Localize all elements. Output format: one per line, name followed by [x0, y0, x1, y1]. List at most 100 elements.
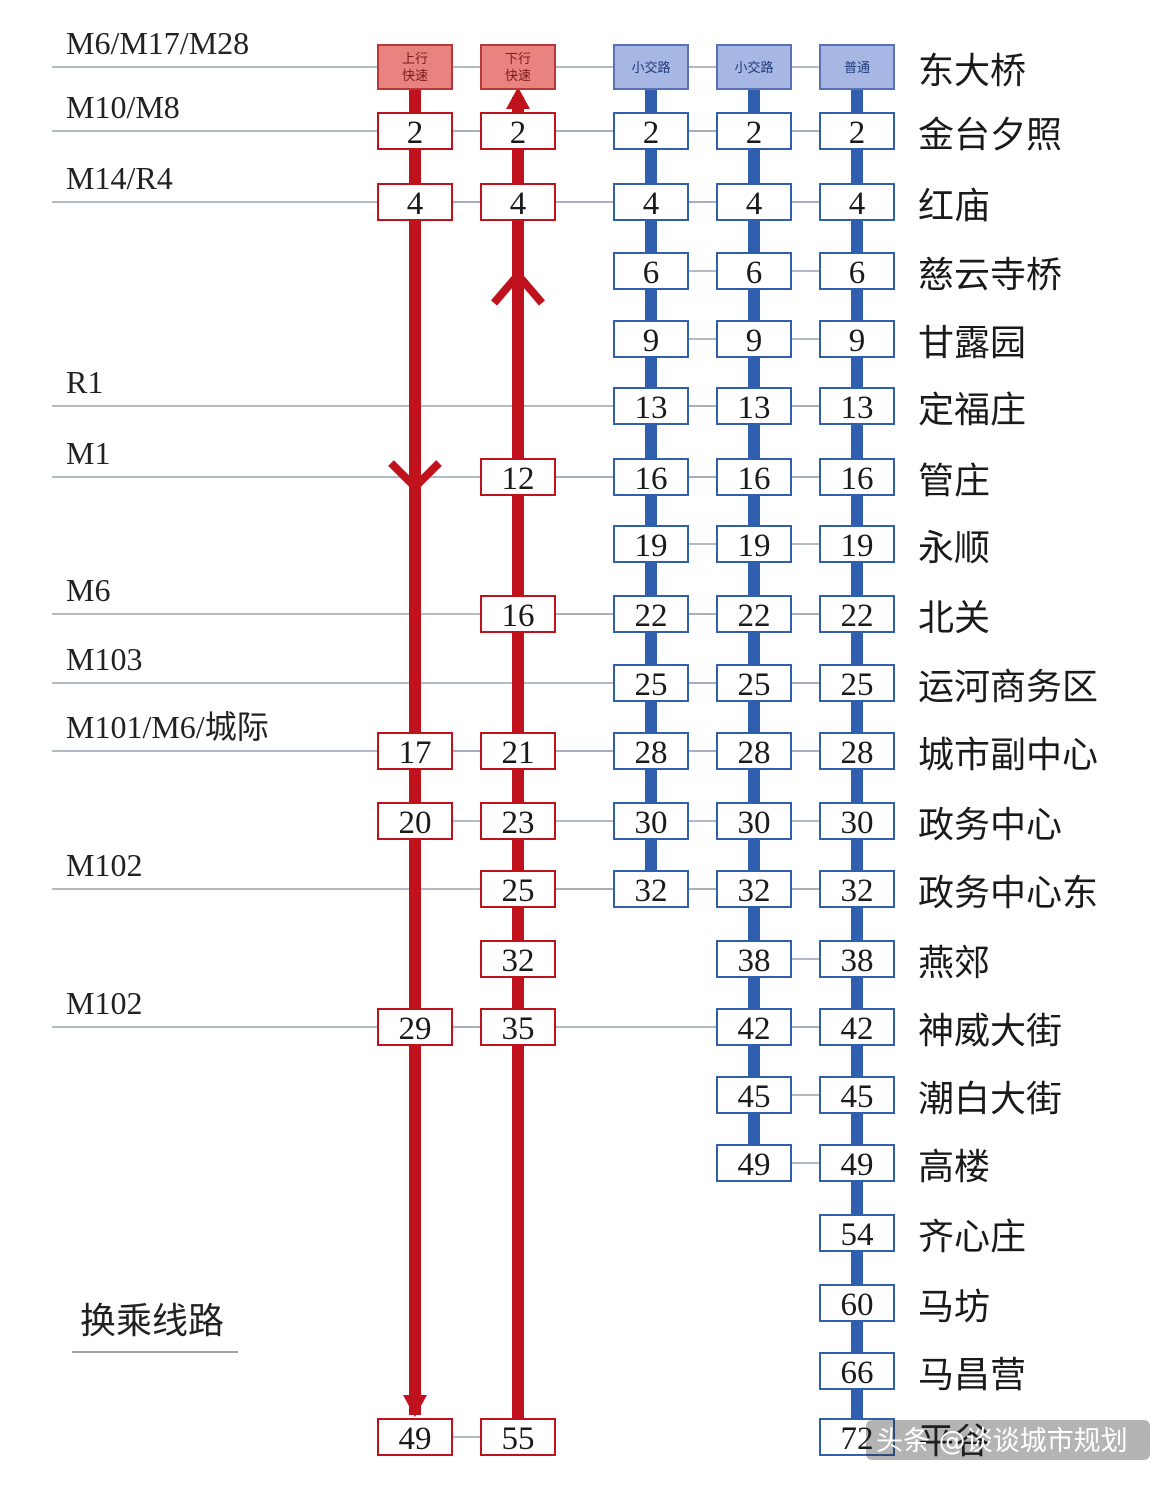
time-box — [819, 387, 895, 425]
station-name: 神威大街 — [918, 1011, 1062, 1051]
time-value: 30 — [738, 805, 771, 841]
time-value: 25 — [738, 667, 771, 703]
local-track-segment — [851, 632, 863, 665]
local-track-segment — [851, 85, 863, 113]
time-box — [716, 458, 792, 496]
time-value: 19 — [738, 528, 771, 564]
local-track-segment — [851, 289, 863, 321]
time-value: 45 — [841, 1079, 874, 1115]
local-track-segment — [645, 769, 657, 803]
station-name: 齐心庄 — [918, 1217, 1026, 1257]
time-value: 19 — [841, 528, 874, 564]
time-value: 17 — [399, 735, 432, 771]
time-box — [613, 320, 689, 358]
local-track-segment — [748, 495, 760, 526]
local-track-segment — [851, 495, 863, 526]
local-track-segment — [851, 907, 863, 941]
station-name: 管庄 — [918, 461, 990, 501]
local-track-segment — [645, 289, 657, 321]
local-track-segment — [645, 85, 657, 113]
time-value: 55 — [502, 1421, 535, 1457]
interchange-line-label: M101/M6/城际 — [66, 709, 269, 745]
up-arrow-icon — [506, 87, 530, 109]
time-value: 21 — [502, 735, 535, 771]
time-value: 38 — [841, 943, 874, 979]
interchange-line-label: M1 — [66, 435, 110, 471]
local-track-segment — [851, 839, 863, 871]
station-name: 潮白大街 — [918, 1079, 1062, 1119]
time-value: 30 — [841, 805, 874, 841]
time-box — [819, 595, 895, 633]
time-box — [716, 595, 792, 633]
time-box — [613, 732, 689, 770]
time-box — [613, 664, 689, 702]
station-name: 运河商务区 — [918, 667, 1098, 707]
time-box — [480, 802, 556, 840]
local-track-segment — [645, 495, 657, 526]
time-box — [716, 802, 792, 840]
time-box — [716, 1076, 792, 1114]
station-name: 金台夕照 — [918, 115, 1062, 155]
service-header-label-line2: 快速 — [402, 69, 428, 84]
time-value: 4 — [849, 186, 866, 222]
local-track-segment — [645, 220, 657, 253]
local-track-segment — [851, 1045, 863, 1077]
time-box — [480, 595, 556, 633]
time-value: 54 — [841, 1217, 874, 1253]
station-name: 平谷 — [918, 1421, 990, 1461]
time-box — [613, 595, 689, 633]
time-box — [613, 870, 689, 908]
time-box — [819, 1352, 895, 1390]
station-name: 政务中心东 — [918, 873, 1098, 913]
service-header — [819, 44, 895, 90]
time-box — [819, 1008, 895, 1046]
local-track-segment — [748, 562, 760, 596]
local-track-segment — [645, 839, 657, 871]
time-value: 32 — [841, 873, 874, 909]
time-box — [716, 940, 792, 978]
local-track-segment — [851, 1321, 863, 1353]
time-value: 22 — [738, 598, 771, 634]
time-box — [819, 458, 895, 496]
time-value: 25 — [502, 873, 535, 909]
down-arrow-icon — [403, 1395, 427, 1417]
time-box — [819, 1284, 895, 1322]
local-track-segment — [851, 424, 863, 459]
watermark-bg — [866, 1420, 1150, 1460]
local-track-segment — [851, 562, 863, 596]
time-value: 38 — [738, 943, 771, 979]
time-value: 13 — [635, 390, 668, 426]
time-value: 72 — [841, 1421, 874, 1457]
service-header-label: 普通 — [844, 61, 870, 76]
time-box — [819, 525, 895, 563]
time-box — [819, 732, 895, 770]
time-value: 20 — [399, 805, 432, 841]
time-value: 60 — [841, 1287, 874, 1323]
local-track-segment — [748, 907, 760, 941]
local-track-segment — [748, 769, 760, 803]
time-value: 22 — [635, 598, 668, 634]
time-value: 66 — [841, 1355, 874, 1391]
time-value: 12 — [502, 461, 535, 497]
time-value: 16 — [635, 461, 668, 497]
time-box — [480, 183, 556, 221]
time-value: 16 — [841, 461, 874, 497]
legend-label: 换乘线路 — [80, 1301, 224, 1341]
service-header-label: 小交路 — [734, 60, 773, 76]
time-value: 9 — [849, 323, 866, 359]
time-box — [480, 1008, 556, 1046]
time-value: 45 — [738, 1079, 771, 1115]
time-value: 9 — [746, 323, 763, 359]
time-box — [716, 1144, 792, 1182]
local-track-segment — [748, 220, 760, 253]
local-track-segment — [851, 1251, 863, 1285]
time-value: 49 — [399, 1421, 432, 1457]
time-box — [377, 802, 453, 840]
station-name: 红庙 — [918, 186, 990, 226]
local-track-segment — [748, 149, 760, 184]
time-box — [819, 183, 895, 221]
time-value: 32 — [635, 873, 668, 909]
time-value: 35 — [502, 1011, 535, 1047]
local-track-segment — [748, 289, 760, 321]
